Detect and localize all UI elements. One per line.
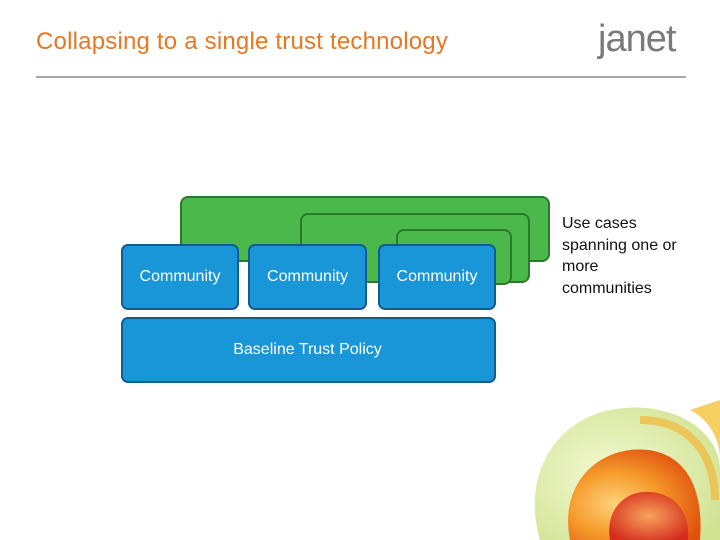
slide-title: Collapsing to a single trust technology bbox=[36, 28, 449, 55]
community-box-2: Community bbox=[248, 244, 367, 310]
community-box-3: Community bbox=[378, 244, 496, 310]
use-cases-note: Use cases spanning one or more communiti… bbox=[562, 215, 677, 297]
baseline-trust-policy-box: Baseline Trust Policy bbox=[121, 317, 496, 383]
logo-text: janet bbox=[598, 18, 676, 60]
janet-logo: janet bbox=[598, 18, 676, 61]
baseline-label: Baseline Trust Policy bbox=[233, 341, 382, 358]
community-label-2: Community bbox=[267, 268, 348, 285]
community-label-3: Community bbox=[396, 268, 478, 285]
community-label-1: Community bbox=[139, 268, 221, 285]
title-divider bbox=[36, 76, 686, 78]
community-box-1: Community bbox=[121, 244, 239, 310]
